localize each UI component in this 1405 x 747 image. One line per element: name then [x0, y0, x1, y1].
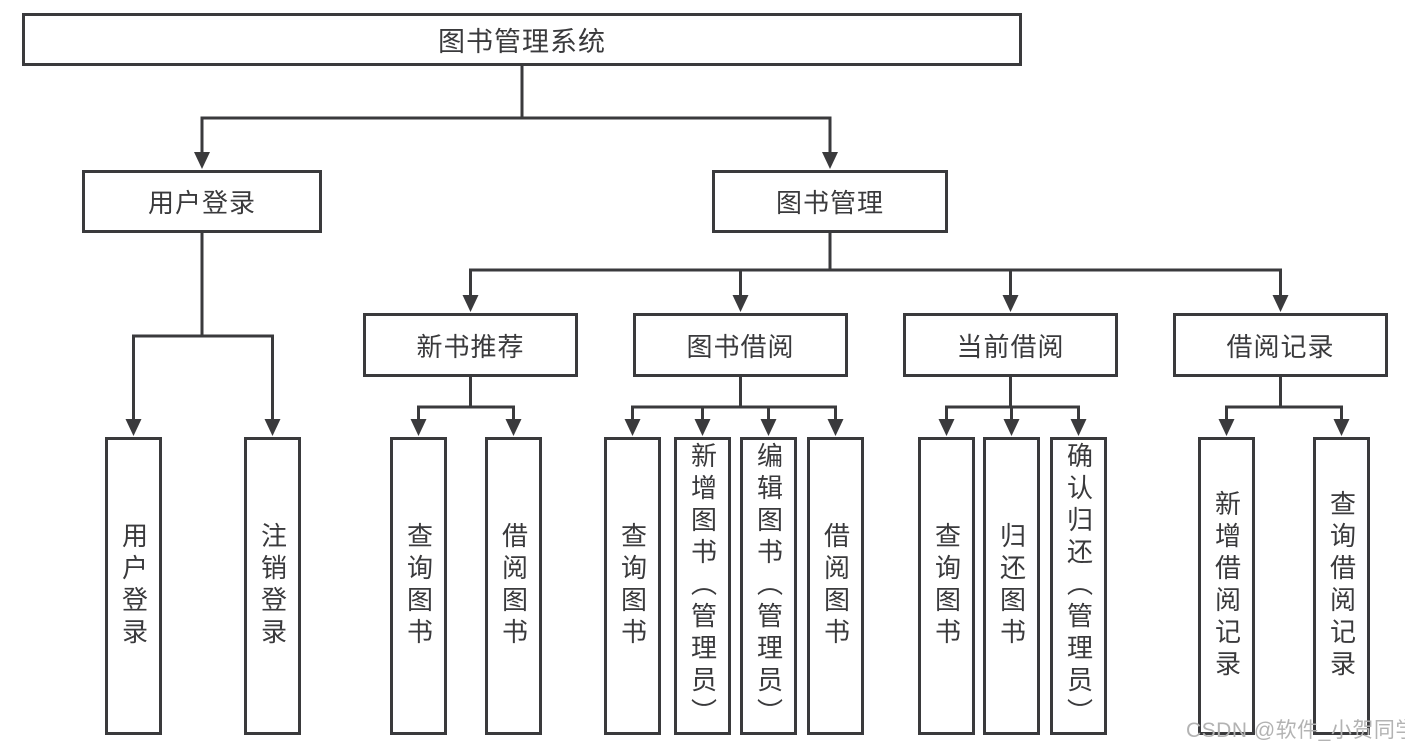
arrow-down-icon [1070, 419, 1087, 436]
leaf-edit-books-admin: 编辑图书（管理员） [740, 437, 797, 735]
arrow-down-icon [194, 152, 210, 169]
connector-current-borrow-to-leaves [938, 377, 1087, 436]
connector-borrow-records-to-leaves [1218, 377, 1350, 436]
arrow-down-icon [732, 295, 749, 312]
leaf-recommend-query-books-label: 查询图书 [403, 522, 434, 650]
leaf-borrow-query-books: 查询图书 [604, 437, 661, 735]
arrow-down-icon [505, 419, 522, 436]
leaf-user-login-label: 用户登录 [118, 522, 149, 650]
arrow-down-icon [410, 419, 427, 436]
leaf-logout: 注销登录 [244, 437, 301, 735]
arrow-down-icon [827, 419, 844, 436]
leaf-recommend-borrow-books-label: 借阅图书 [498, 522, 529, 650]
arrow-down-icon [462, 295, 479, 312]
leaf-add-borrow-record-label: 新增借阅记录 [1211, 490, 1242, 682]
leaf-borrow-books-label: 借阅图书 [820, 522, 851, 650]
arrow-down-icon [1218, 419, 1235, 436]
arrow-down-icon [264, 419, 281, 436]
leaf-query-borrow-record: 查询借阅记录 [1313, 437, 1370, 735]
leaf-edit-books-admin-label: 编辑图书（管理员） [753, 442, 784, 730]
node-book-borrow: 图书借阅 [633, 313, 848, 377]
leaf-add-borrow-record: 新增借阅记录 [1198, 437, 1255, 735]
leaf-query-borrow-record-label: 查询借阅记录 [1326, 490, 1357, 682]
csdn-watermark: CSDN @软件_小贺同学 [1186, 719, 1405, 742]
leaf-borrow-books: 借阅图书 [807, 437, 864, 735]
leaf-confirm-return-admin-label: 确认归还（管理员） [1063, 442, 1094, 730]
arrow-down-icon [1272, 295, 1289, 312]
leaf-recommend-borrow-books: 借阅图书 [485, 437, 542, 735]
leaf-logout-label: 注销登录 [257, 522, 288, 650]
connector-book-management-to-level3 [462, 233, 1289, 312]
leaf-user-login: 用户登录 [105, 437, 162, 735]
leaf-return-books-label: 归还图书 [996, 522, 1027, 650]
connector-new-book-recommend-to-leaves [410, 377, 522, 436]
arrow-down-icon [624, 419, 641, 436]
leaf-recommend-query-books: 查询图书 [390, 437, 447, 735]
leaf-return-books: 归还图书 [983, 437, 1040, 735]
leaf-current-query-books: 查询图书 [918, 437, 975, 735]
leaf-add-books-admin: 新增图书（管理员） [674, 437, 731, 735]
leaf-add-books-admin-label: 新增图书（管理员） [687, 442, 718, 730]
node-user-login: 用户登录 [82, 170, 322, 233]
arrow-down-icon [125, 419, 142, 436]
connector-book-borrow-to-leaves [624, 377, 844, 436]
arrow-down-icon [1003, 419, 1020, 436]
node-borrow-records: 借阅记录 [1173, 313, 1388, 377]
arrow-down-icon [822, 152, 838, 169]
leaf-confirm-return-admin: 确认归还（管理员） [1050, 437, 1107, 735]
node-book-management: 图书管理 [712, 170, 948, 233]
arrow-down-icon [1002, 295, 1019, 312]
connector-root-to-level2 [194, 66, 838, 169]
node-current-borrow: 当前借阅 [903, 313, 1118, 377]
node-new-book-recommend: 新书推荐 [363, 313, 578, 377]
arrow-down-icon [938, 419, 955, 436]
leaf-borrow-query-books-label: 查询图书 [617, 522, 648, 650]
arrow-down-icon [694, 419, 711, 436]
arrow-down-icon [760, 419, 777, 436]
node-root-library-system: 图书管理系统 [22, 13, 1022, 66]
connector-user-login-to-leaves [125, 233, 281, 436]
arrow-down-icon [1333, 419, 1350, 436]
leaf-current-query-books-label: 查询图书 [931, 522, 962, 650]
